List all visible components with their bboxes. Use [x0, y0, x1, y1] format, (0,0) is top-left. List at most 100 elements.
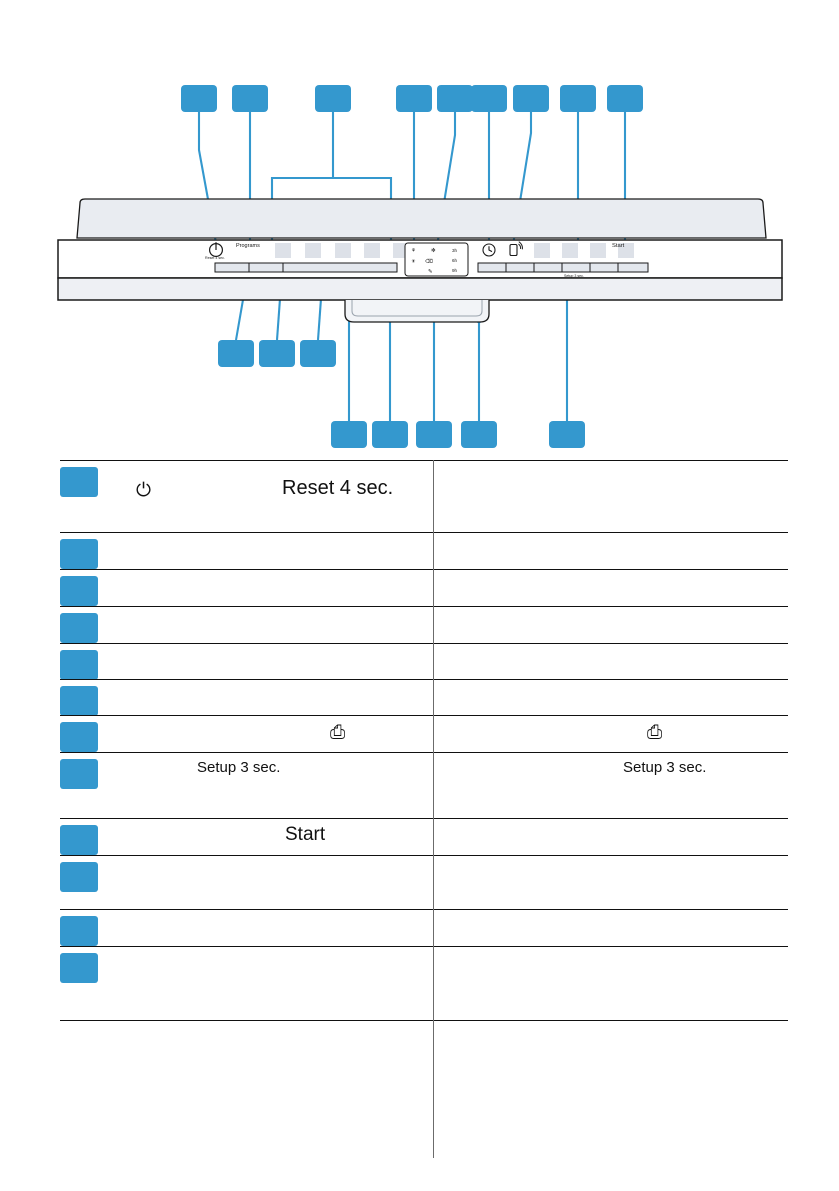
legend-row-10-badge[interactable]	[60, 862, 98, 892]
callout-4[interactable]	[396, 85, 432, 112]
svg-text:9h: 9h	[452, 268, 458, 273]
legend-row-9-badge[interactable]	[60, 825, 98, 855]
callout-15-label	[372, 421, 408, 448]
callout-18[interactable]	[549, 421, 585, 448]
callout-9[interactable]	[607, 85, 643, 112]
legend-row-8-text-b: Setup 3 sec.	[623, 759, 707, 776]
svg-text:⌫: ⌫	[425, 259, 433, 265]
svg-text:✎: ✎	[428, 269, 433, 275]
legend-row-1-text-a: Reset 4 sec.	[282, 477, 394, 499]
svg-text:6h: 6h	[452, 258, 458, 263]
callout-2-label	[232, 85, 268, 112]
legend-row-1-col-a: ⏻ Reset 4 sec.	[60, 461, 433, 532]
legend-row-9-col-a: Start	[60, 819, 433, 855]
callout-16[interactable]	[416, 421, 452, 448]
callout-8[interactable]	[560, 85, 596, 112]
legend-row-3-col-b	[433, 570, 788, 606]
callout-6[interactable]	[471, 85, 507, 112]
legend-row-10	[60, 855, 788, 909]
legend-row-2-col-a	[60, 533, 433, 569]
callout-7-label	[513, 85, 549, 112]
start-label: Start	[612, 243, 625, 249]
svg-text:✻: ✻	[431, 247, 436, 254]
legend-row-12	[60, 946, 788, 1021]
legend-row-6	[60, 679, 788, 716]
legend-row-11-col-b	[433, 910, 788, 946]
legend-row-11	[60, 909, 788, 946]
svg-text:☀: ☀	[411, 258, 416, 265]
callout-3[interactable]	[315, 85, 351, 112]
programs-label: Programs	[236, 243, 260, 249]
legend-row-2-col-b	[433, 533, 788, 569]
svg-text:3h: 3h	[452, 248, 458, 253]
callout-7[interactable]	[513, 85, 549, 112]
option-setup-caption: Setup 3 sec.	[564, 274, 584, 278]
legend-row-3-col-a	[60, 570, 433, 606]
legend-row-7-col-a: ⎙	[60, 716, 433, 752]
callout-2[interactable]	[232, 85, 268, 112]
legend-row-4	[60, 606, 788, 643]
callout-11[interactable]	[218, 340, 254, 367]
callout-5-label	[437, 85, 473, 112]
legend-row-2	[60, 532, 788, 569]
legend-row-7-col-b: ⎙	[433, 716, 788, 752]
appliance-body	[57, 198, 783, 323]
legend-row-1-col-b	[433, 461, 788, 532]
callout-13[interactable]	[300, 340, 336, 367]
legend-row-5-col-a	[60, 644, 433, 679]
callout-13-label	[300, 340, 336, 367]
legend-row-4-col-b	[433, 607, 788, 643]
legend-row-8-badge[interactable]	[60, 759, 98, 789]
legend-row-8: Setup 3 sec. Setup 3 sec.	[60, 752, 788, 818]
callout-12[interactable]	[259, 340, 295, 367]
legend-row-6-badge[interactable]	[60, 686, 98, 716]
callout-14[interactable]	[331, 421, 367, 448]
legend-row-7-badge[interactable]	[60, 722, 98, 752]
legend-row-5-col-b	[433, 644, 788, 679]
callout-1[interactable]	[181, 85, 217, 112]
callout-15[interactable]	[372, 421, 408, 448]
legend-row-12-col-b	[433, 947, 788, 1020]
callout-14-label	[331, 421, 367, 448]
legend-row-3-badge[interactable]	[60, 576, 98, 606]
legend-row-6-col-b	[433, 680, 788, 715]
callout-17[interactable]	[461, 421, 497, 448]
legend-row-4-col-a	[60, 607, 433, 643]
legend-row-10-col-b	[433, 856, 788, 909]
legend-row-12-badge[interactable]	[60, 953, 98, 983]
panel-controls: ⚘ ✻ ☀ ⌫ ✎ 3h 6h 9h	[209, 241, 649, 277]
legend-row-5	[60, 643, 788, 680]
legend-row-2-badge[interactable]	[60, 539, 98, 569]
callout-1-label	[181, 85, 217, 112]
legend-table: ⏻ Reset 4 sec.	[60, 460, 788, 1021]
legend-row-12-col-a	[60, 947, 433, 1020]
legend-row-1: ⏻ Reset 4 sec.	[60, 460, 788, 532]
callout-6-label	[471, 85, 507, 112]
legend-row-9: Start	[60, 818, 788, 855]
legend-row-3	[60, 569, 788, 606]
legend-row-6-col-a	[60, 680, 433, 715]
callout-8-label	[560, 85, 596, 112]
legend-row-11-col-a	[60, 910, 433, 946]
legend-row-9-col-b	[433, 819, 788, 855]
legend-row-5-badge[interactable]	[60, 650, 98, 680]
remote-start-icon: ⎙	[647, 721, 663, 743]
callout-3-label	[315, 85, 351, 112]
callout-11-label	[218, 340, 254, 367]
legend-row-11-badge[interactable]	[60, 916, 98, 946]
legend-row-4-badge[interactable]	[60, 613, 98, 643]
legend-row-1-badge[interactable]	[60, 467, 98, 497]
callout-5[interactable]	[437, 85, 473, 112]
power-icon: ⏻	[136, 479, 152, 501]
legend-row-10-col-a	[60, 856, 433, 909]
legend-row-8-col-a: Setup 3 sec.	[60, 753, 433, 818]
callout-9-label	[607, 85, 643, 112]
remote-start-icon: ⎙	[330, 721, 346, 743]
callout-16-label	[416, 421, 452, 448]
svg-text:⚘: ⚘	[411, 248, 416, 254]
legend-row-8-text-a: Setup 3 sec.	[197, 759, 281, 776]
legend-row-7: ⎙ ⎙	[60, 715, 788, 752]
legend-column-divider	[433, 460, 434, 1158]
